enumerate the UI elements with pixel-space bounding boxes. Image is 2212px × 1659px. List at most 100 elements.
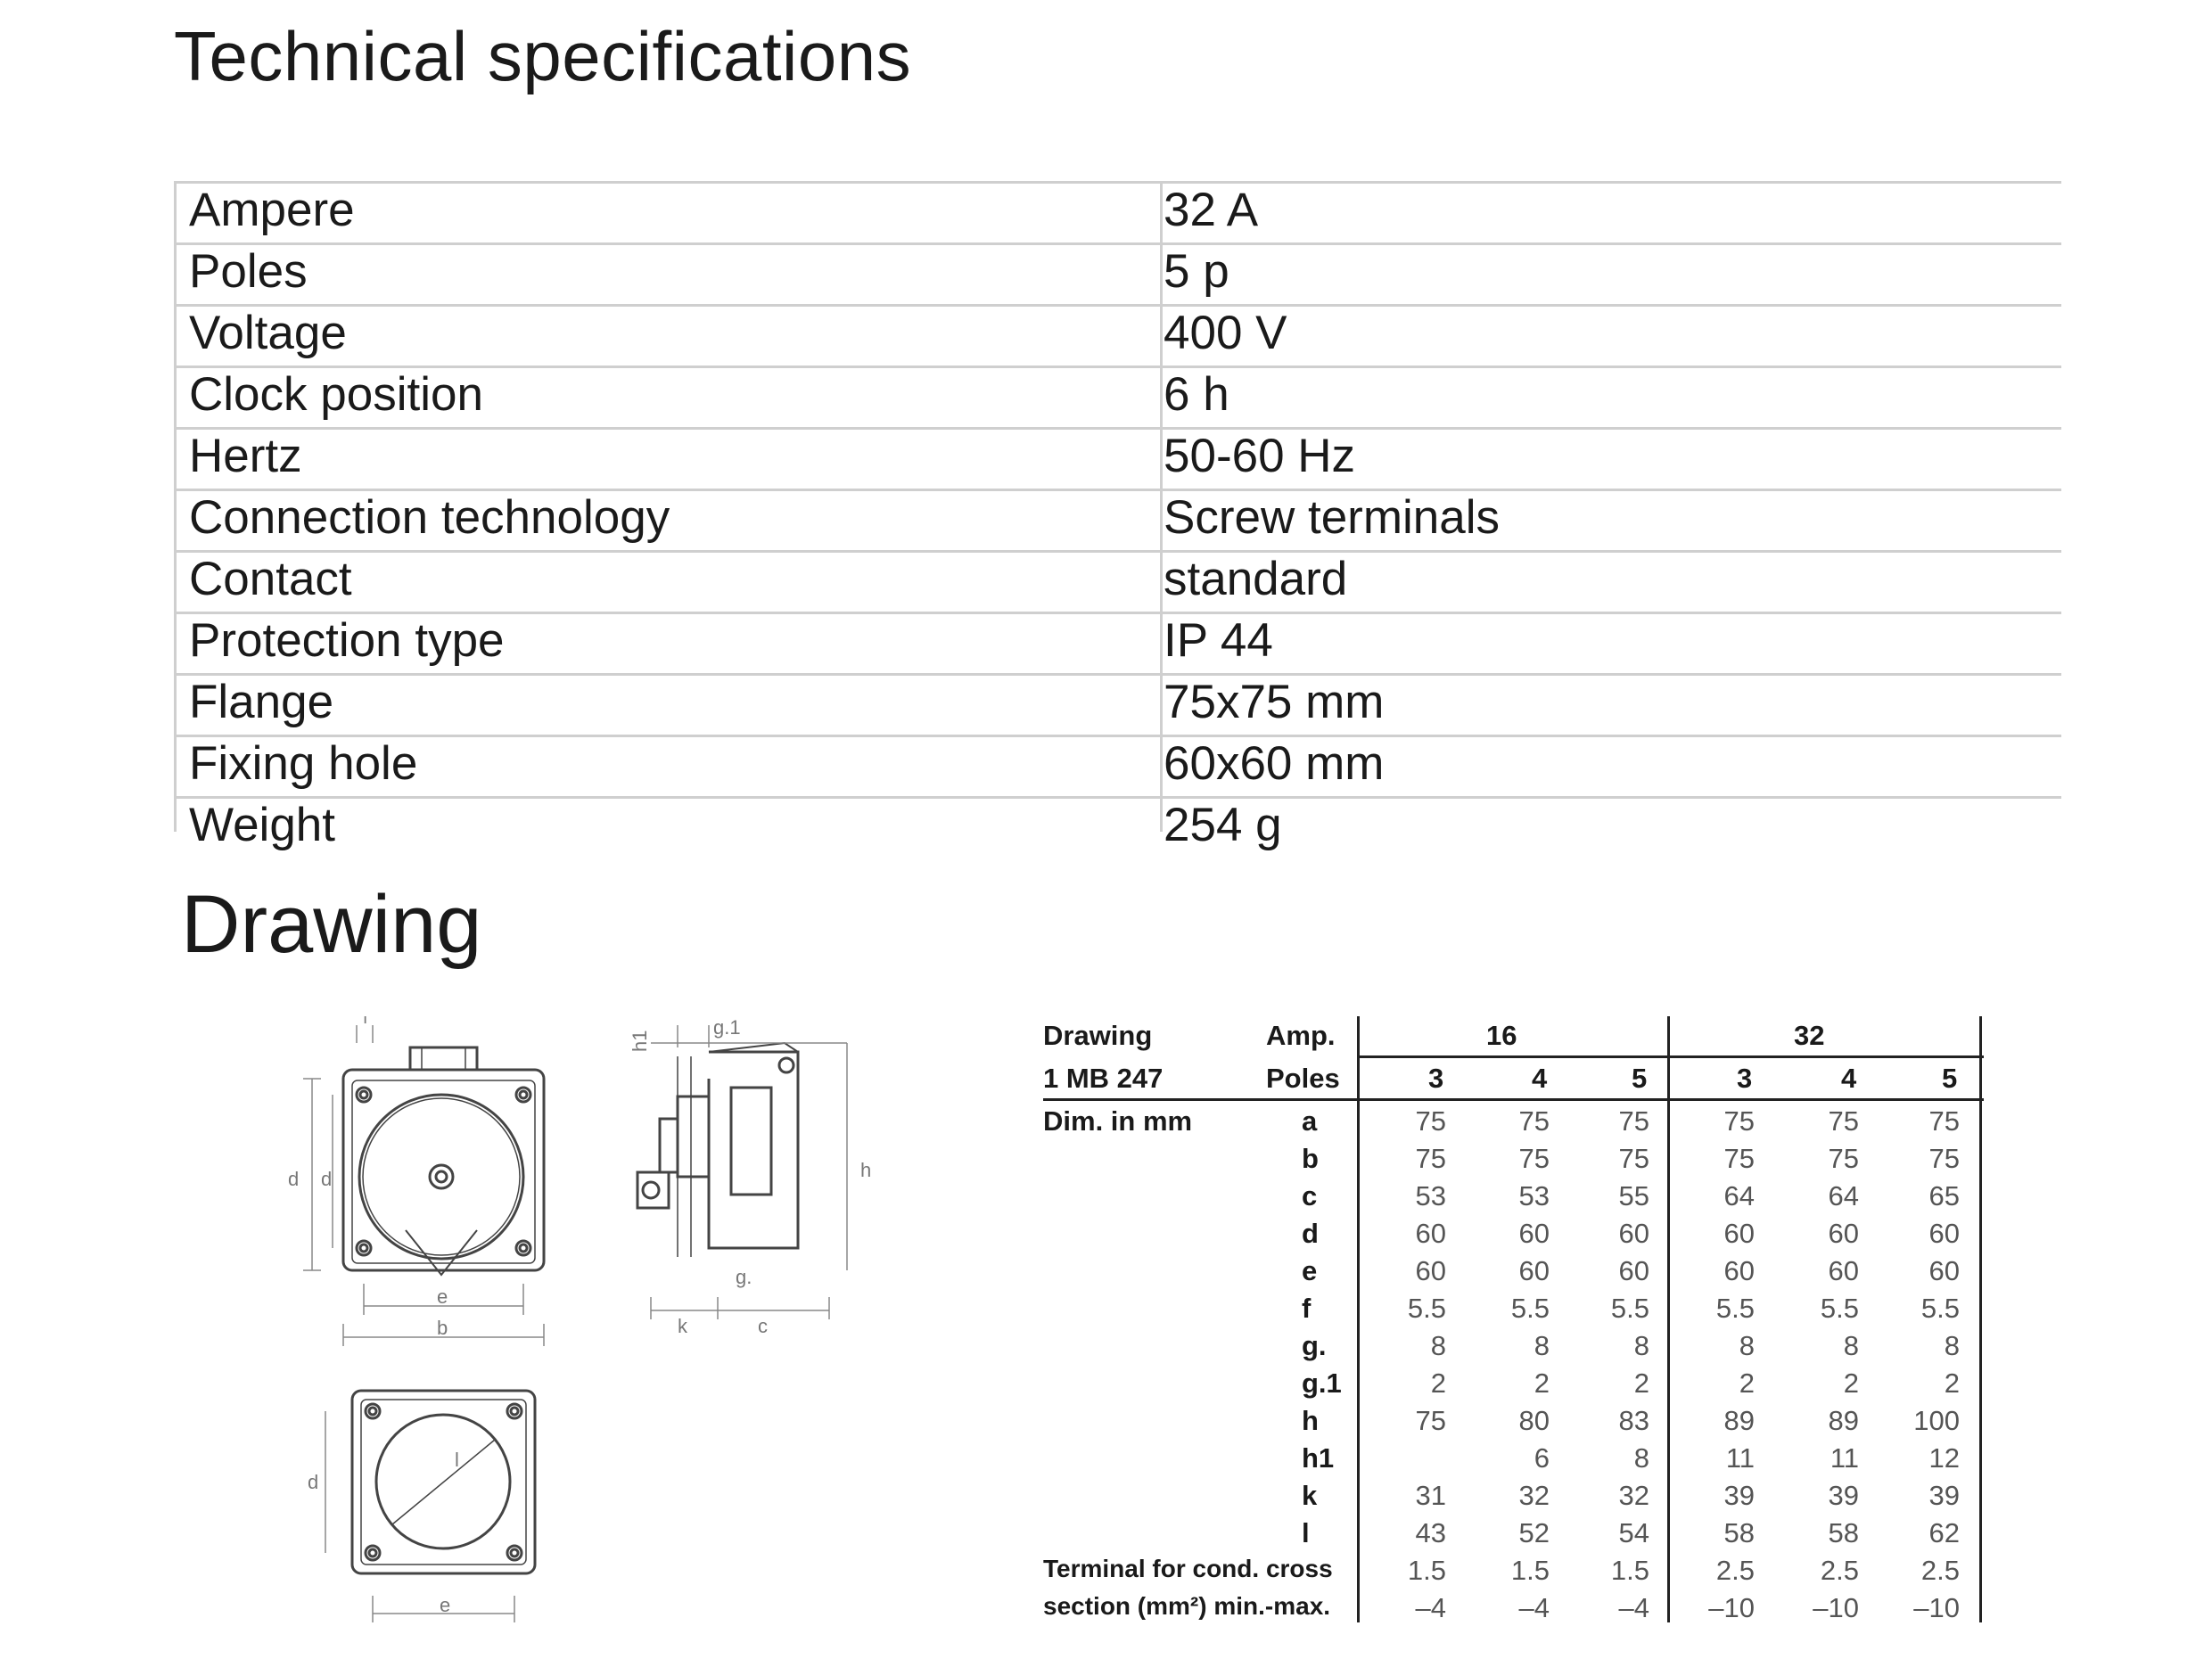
terminal-min: 2.5 [1715,1555,1755,1586]
table-row: Poles 5 p [174,242,2061,304]
table-divider [1160,181,1163,832]
dim-value: 5.5 [1610,1293,1649,1324]
dim-value: 62 [1928,1517,1960,1548]
dim-value: 75 [1723,1143,1755,1174]
spec-value: 400 V [1164,307,1287,359]
dim-key: g.1 [1302,1367,1342,1399]
dim-key: f [1302,1293,1312,1324]
poles-header: 4 [1841,1063,1857,1094]
spec-label: Flange [189,676,334,728]
amp-32: 32 [1794,1020,1825,1051]
dim-key: h1 [1302,1442,1335,1474]
dim-value: 64 [1828,1180,1859,1211]
dim-value: 75 [1415,1143,1446,1174]
dim-value: 65 [1928,1180,1960,1211]
spec-label: Fixing hole [189,737,418,790]
dim-value: 5.5 [1715,1293,1755,1324]
dim-value: 75 [1415,1105,1446,1137]
dim-value: 58 [1828,1517,1859,1548]
side-view: h1 g.1 h g. k c [629,1016,871,1337]
dim-key: k [1302,1480,1318,1511]
dim-value: 31 [1415,1480,1446,1511]
dim-value: 32 [1518,1480,1550,1511]
table-row: Fixing hole 60x60 mm [174,735,2061,796]
dim-key: a [1302,1105,1318,1137]
page-title: Technical specifications [174,17,912,95]
dim-value: 60 [1828,1255,1859,1286]
dim-value: 75 [1828,1143,1859,1174]
dimension-table: Drawing 1 MB 247 Amp. Poles Dim. in mm 1… [1043,1016,1984,1627]
dim-label-g: g. [736,1266,752,1288]
dim-value: 75 [1518,1105,1550,1137]
spec-value: 254 g [1164,799,1282,851]
dim-value: 60 [1723,1255,1755,1286]
dim-value: 60 [1518,1218,1550,1249]
dim-value: 60 [1415,1218,1446,1249]
dim-value: 12 [1928,1442,1960,1474]
dim-value: 5.5 [1820,1293,1859,1324]
spec-value: 60x60 mm [1164,737,1385,790]
dim-value: 75 [1928,1143,1960,1174]
dim-label-h1: h1 [629,1031,651,1052]
dim-label-f: f [363,1016,368,1028]
table-row: Weight 254 g [174,796,2061,858]
dim-value: 2 [1430,1367,1446,1399]
dim-value: 2 [1944,1367,1960,1399]
dim-value: 2 [1843,1367,1859,1399]
dim-label-d2: d [321,1168,332,1190]
dim-label-d3: d [308,1471,318,1493]
dim-value: 2 [1534,1367,1550,1399]
spec-label: Clock position [189,368,483,421]
spec-label: Poles [189,245,308,298]
dim-value: 100 [1913,1405,1960,1436]
dim-value: 11 [1830,1442,1859,1474]
back-view: d e l [308,1389,537,1622]
header-line-2 [1360,1098,1984,1101]
terminal-min: 2.5 [1920,1555,1960,1586]
terminal-min: 1.5 [1407,1555,1446,1586]
dim-key: h [1302,1405,1319,1436]
dim-value: 60 [1928,1218,1960,1249]
dim-value: 75 [1518,1143,1550,1174]
dim-value: 39 [1723,1480,1755,1511]
dim-value: 6 [1534,1442,1550,1474]
dim-label-h: h [860,1159,871,1181]
spec-value: 5 p [1164,245,1229,298]
dim-key: l [1302,1517,1310,1548]
terminal-min: 1.5 [1510,1555,1550,1586]
dim-table-model: 1 MB 247 [1043,1063,1164,1094]
dim-label-g1: g.1 [713,1016,741,1039]
poles-header: 3 [1737,1063,1753,1094]
technical-drawing: f d d e b h1 g.1 h g. k c [288,1016,871,1622]
dim-table-drawing-label: Drawing [1043,1020,1153,1051]
dim-value: 75 [1618,1105,1649,1137]
dim-value: 43 [1415,1517,1446,1548]
dim-table-poles-label: Poles [1266,1063,1340,1094]
dim-value: 52 [1518,1517,1550,1548]
spec-label: Weight [189,799,335,851]
dim-value: 75 [1723,1105,1755,1137]
dim-value: 11 [1725,1442,1755,1474]
dim-value: 8 [1430,1330,1446,1361]
poles-header: 3 [1428,1063,1444,1094]
spec-value: standard [1164,553,1348,605]
dim-value: 2 [1739,1367,1755,1399]
dim-value: 8 [1633,1330,1649,1361]
dim-label-l: l [455,1449,459,1471]
terminal-max: –10 [1913,1592,1960,1623]
spec-value: 75x75 mm [1164,676,1385,728]
dim-value: 60 [1618,1255,1649,1286]
spec-value: IP 44 [1164,614,1273,667]
dim-value: 54 [1618,1517,1649,1548]
dim-value: 60 [1415,1255,1446,1286]
dim-value: 53 [1415,1180,1446,1211]
dim-table-amp-label: Amp. [1266,1020,1336,1051]
dim-value: 75 [1618,1143,1649,1174]
